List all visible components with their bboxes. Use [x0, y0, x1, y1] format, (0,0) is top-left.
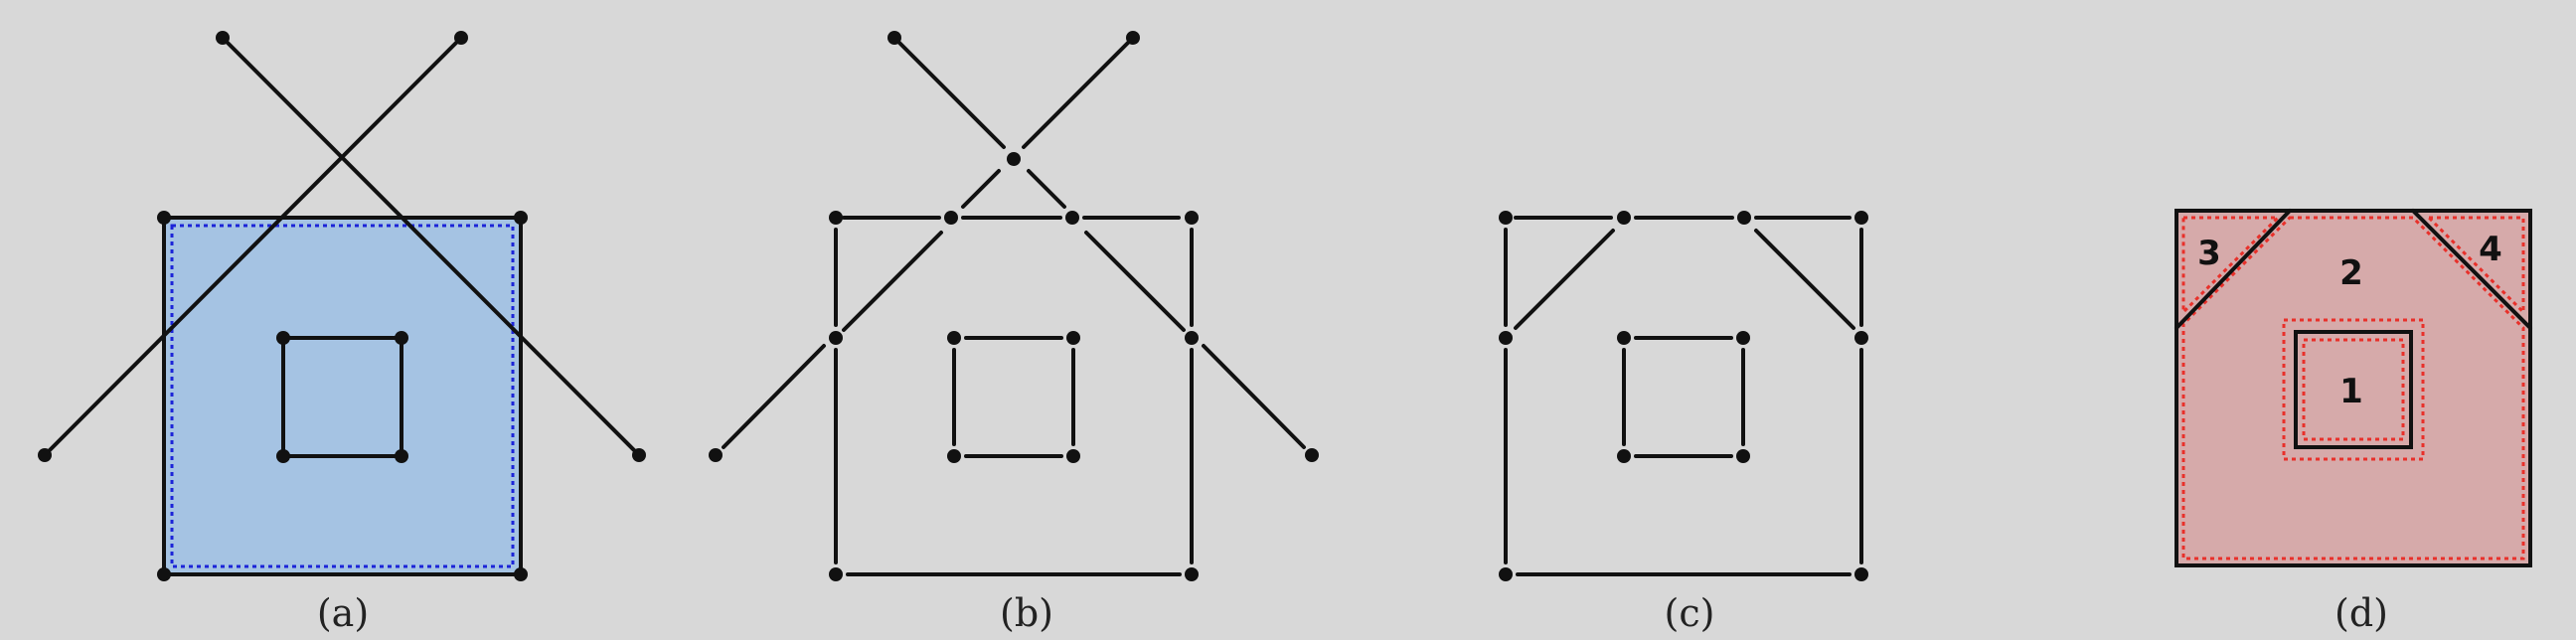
node	[38, 448, 52, 462]
segment	[1022, 36, 1135, 149]
node	[829, 211, 843, 225]
node	[276, 449, 290, 463]
node	[454, 31, 468, 45]
segment	[1202, 344, 1306, 449]
node	[1499, 331, 1513, 345]
segment	[842, 231, 943, 332]
node	[944, 211, 958, 225]
panel-a-dotted-boundary	[170, 224, 515, 568]
node	[1185, 331, 1199, 345]
node	[1499, 567, 1513, 581]
panel-d-region-3-boundary	[2181, 216, 2282, 316]
segment	[1754, 229, 1855, 330]
segment	[892, 36, 1006, 149]
panel-d-inner-square	[2294, 330, 2413, 449]
node	[216, 31, 230, 45]
node	[1185, 567, 1199, 581]
panel-c-segments	[1504, 216, 1863, 576]
panel-d-caption: (d)	[2334, 591, 2388, 635]
panel-d-region-1-inner-boundary	[2302, 338, 2405, 441]
node	[1854, 331, 1868, 345]
region-4-label: 4	[2479, 230, 2502, 269]
panel-a-nodes	[38, 31, 646, 581]
panel-d: 1 2 3 4 (d)	[2174, 209, 2532, 635]
region-3-label: 3	[2197, 234, 2221, 273]
node	[276, 331, 290, 345]
panel-b-nodes	[709, 31, 1319, 581]
node	[1617, 449, 1631, 463]
node	[1499, 211, 1513, 225]
panel-a: (a)	[38, 31, 646, 635]
region-1-label: 1	[2339, 372, 2363, 411]
panel-c-caption: (c)	[1665, 591, 1715, 635]
panel-a-filled-square	[162, 216, 523, 576]
panel-d-region-4-boundary	[2425, 216, 2525, 316]
node	[395, 449, 408, 463]
node	[1617, 331, 1631, 345]
panel-c-nodes	[1499, 211, 1868, 581]
panel-b: (b)	[709, 31, 1319, 635]
node	[1066, 331, 1080, 345]
segment	[961, 169, 1001, 209]
segment	[1027, 169, 1066, 209]
node	[1007, 152, 1021, 166]
panel-b-caption: (b)	[1000, 591, 1053, 635]
node	[947, 331, 961, 345]
segment	[1084, 231, 1186, 332]
node	[1126, 31, 1140, 45]
node	[1617, 211, 1631, 225]
node	[514, 567, 528, 581]
panel-c: (c)	[1499, 211, 1868, 635]
node	[514, 211, 528, 225]
node	[1066, 449, 1080, 463]
node	[829, 567, 843, 581]
node	[1185, 211, 1199, 225]
node	[887, 31, 901, 45]
panel-a-caption: (a)	[317, 591, 369, 635]
panel-b-segments	[722, 36, 1306, 576]
panel-d-cut-line-left	[2174, 209, 2292, 330]
node	[709, 448, 723, 462]
node	[1305, 448, 1319, 462]
node	[157, 211, 171, 225]
panel-d-region-2-boundary	[2181, 216, 2525, 560]
panel-d-region-1-outer-boundary	[2282, 318, 2425, 461]
panel-a-inner-square	[281, 336, 403, 458]
node	[157, 567, 171, 581]
segment	[722, 344, 826, 449]
node	[632, 448, 646, 462]
panel-d-cut-line-right	[2411, 209, 2532, 330]
node	[1737, 211, 1751, 225]
node	[1854, 567, 1868, 581]
node	[1854, 211, 1868, 225]
node	[395, 331, 408, 345]
node	[1736, 449, 1750, 463]
panel-a-line-1	[43, 36, 463, 457]
segment	[1514, 229, 1615, 330]
node	[1065, 211, 1079, 225]
node	[947, 449, 961, 463]
node	[829, 331, 843, 345]
node	[1736, 331, 1750, 345]
panel-a-line-2	[221, 36, 641, 457]
region-2-label: 2	[2339, 253, 2363, 293]
